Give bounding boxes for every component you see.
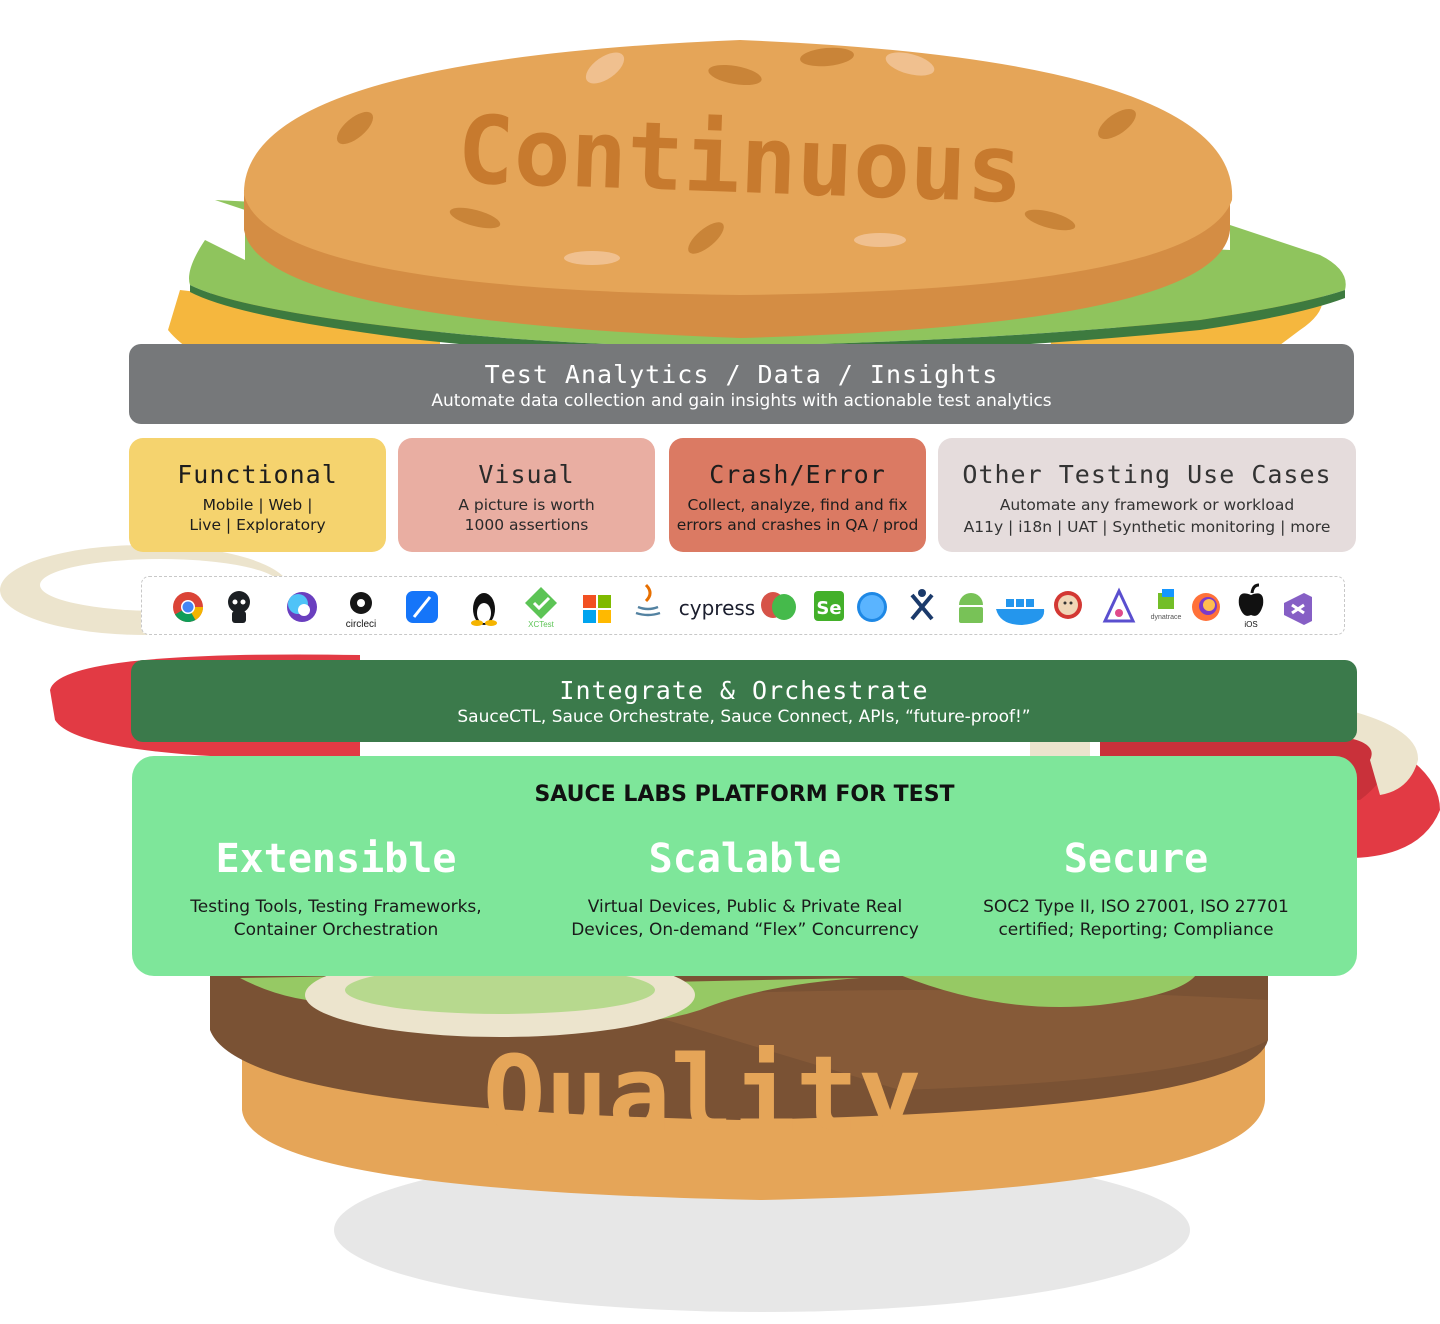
dynatrace-label: dynatrace bbox=[1151, 614, 1182, 621]
pillar-title: Scalable bbox=[648, 836, 842, 882]
safari-icon bbox=[857, 592, 887, 622]
card-line: Live | Exploratory bbox=[189, 516, 326, 534]
integrate-orchestrate-layer: Integrate & Orchestrate SauceCTL, Sauce … bbox=[131, 660, 1357, 742]
selenium-icon: Se bbox=[814, 591, 844, 621]
pillar-line: SOC2 Type II, ISO 27001, ISO 27701 bbox=[983, 897, 1289, 917]
sesame-seeds bbox=[336, 47, 1136, 265]
card-line: A picture is worth bbox=[458, 496, 595, 514]
bottom-bun-word: Quality bbox=[483, 1033, 921, 1155]
pillar-secure: Secure SOC2 Type II, ISO 27001, ISO 2770… bbox=[946, 836, 1326, 942]
platform-heading: SAUCE LABS PLATFORM FOR TEST bbox=[534, 782, 955, 807]
crash-error-card: Crash/Error Collect, analyze, find and f… bbox=[669, 438, 926, 552]
card-line: Automate any framework or workload bbox=[999, 496, 1295, 514]
xcode-icon bbox=[406, 591, 438, 623]
card-line: errors and crashes in QA / prod bbox=[676, 516, 919, 534]
visual-studio-icon bbox=[1284, 593, 1312, 625]
dynatrace-icon: dynatrace bbox=[1151, 589, 1182, 621]
card-line: A11y | i18n | UAT | Synthetic monitoring… bbox=[963, 518, 1331, 536]
analytics-subtitle: Automate data collection and gain insigh… bbox=[431, 391, 1052, 411]
top-bun-word: Continuous bbox=[456, 96, 1025, 225]
top-bun: Continuous bbox=[243, 40, 1233, 338]
jenkins-icon bbox=[1054, 591, 1082, 619]
pillar-line: Testing Tools, Testing Frameworks, bbox=[190, 897, 482, 917]
analytics-layer: Test Analytics / Data / Insights Automat… bbox=[129, 344, 1354, 424]
card-title: Other Testing Use Cases bbox=[962, 460, 1332, 489]
functional-card: Functional Mobile | Web | Live | Explora… bbox=[129, 438, 386, 552]
espresso-icon bbox=[910, 589, 934, 621]
card-line: 1000 assertions bbox=[464, 516, 589, 534]
logo-row: circleci XCTest cypress bbox=[173, 583, 1312, 630]
pillar-scalable: Scalable Virtual Devices, Public & Priva… bbox=[555, 836, 935, 942]
testfairy-icon bbox=[1102, 587, 1136, 623]
xctest-label: XCTest bbox=[528, 620, 555, 629]
chrome-icon bbox=[173, 592, 203, 623]
linux-icon bbox=[471, 593, 497, 626]
integrate-title: Integrate & Orchestrate bbox=[559, 676, 929, 705]
android-icon bbox=[959, 593, 983, 623]
apple-icon: iOS bbox=[1238, 583, 1264, 629]
card-title: Visual bbox=[478, 460, 575, 489]
pillar-line: Container Orchestration bbox=[233, 920, 439, 940]
playwright-icon bbox=[761, 592, 796, 620]
firefox-icon bbox=[1192, 593, 1220, 621]
pillar-line: Virtual Devices, Public & Private Real bbox=[587, 897, 903, 917]
circleci-icon: circleci bbox=[346, 592, 377, 630]
cypress-label: cypress bbox=[679, 596, 755, 620]
xctest-icon: XCTest bbox=[525, 587, 557, 629]
appium-icon bbox=[287, 592, 317, 622]
pillar-line: Devices, On-demand “Flex” Concurrency bbox=[571, 920, 919, 940]
other-testing-card: Other Testing Use Cases Automate any fra… bbox=[938, 438, 1356, 552]
platform-layer: SAUCE LABS PLATFORM FOR TEST Extensible … bbox=[132, 756, 1357, 976]
windows-icon bbox=[583, 595, 611, 623]
pillar-line: certified; Reporting; Compliance bbox=[998, 920, 1274, 940]
card-title: Functional bbox=[177, 460, 338, 489]
java-icon bbox=[635, 583, 661, 617]
visual-card: Visual A picture is worth 1000 assertion… bbox=[398, 438, 655, 552]
pillar-title: Secure bbox=[1063, 836, 1209, 882]
ios-label: iOS bbox=[1244, 620, 1257, 629]
pillar-title: Extensible bbox=[215, 836, 457, 882]
svg-text:Se: Se bbox=[816, 598, 841, 619]
github-icon bbox=[228, 591, 250, 623]
card-line: Mobile | Web | bbox=[202, 496, 313, 514]
pillar-extensible: Extensible Testing Tools, Testing Framew… bbox=[146, 836, 526, 942]
docker-icon bbox=[996, 599, 1045, 625]
analytics-title: Test Analytics / Data / Insights bbox=[484, 360, 999, 389]
card-line: Collect, analyze, find and fix bbox=[687, 496, 908, 514]
card-title: Crash/Error bbox=[709, 460, 886, 489]
tool-logo-strip: circleci XCTest cypress bbox=[141, 576, 1345, 635]
cypress-icon: cypress bbox=[679, 596, 755, 620]
circleci-label: circleci bbox=[346, 619, 377, 630]
integrate-subtitle: SauceCTL, Sauce Orchestrate, Sauce Conne… bbox=[457, 707, 1031, 727]
